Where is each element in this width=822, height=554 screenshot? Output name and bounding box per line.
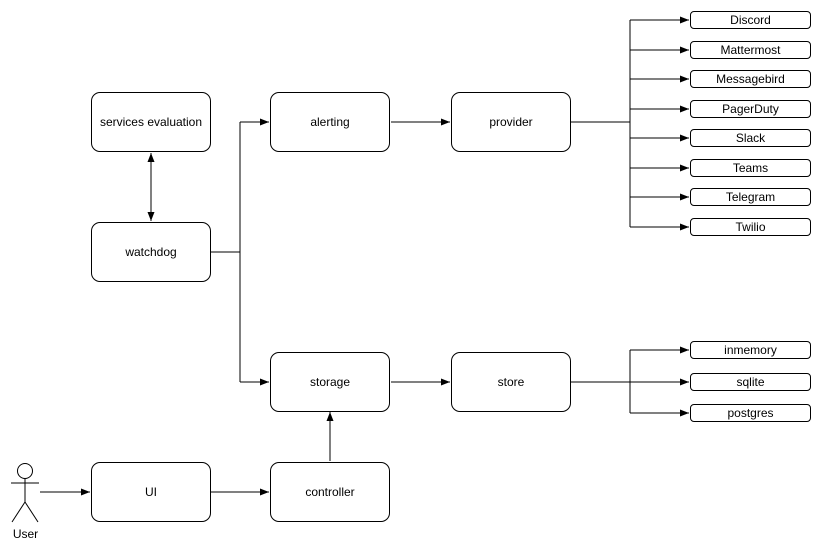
node-provider: provider xyxy=(451,92,571,152)
node-provider-mattermost: Mattermost xyxy=(690,41,811,59)
user-actor-icon xyxy=(11,463,39,523)
node-provider-pagerduty: PagerDuty xyxy=(690,100,811,118)
node-provider-discord: Discord xyxy=(690,11,811,29)
node-store-sqlite: sqlite xyxy=(690,373,811,391)
user-actor-label: User xyxy=(12,527,39,541)
node-store-inmemory: inmemory xyxy=(690,341,811,359)
node-provider-teams: Teams xyxy=(690,159,811,177)
node-store-postgres: postgres xyxy=(690,404,811,422)
edge-watchdog-branch xyxy=(211,118,269,386)
node-storage: storage xyxy=(270,352,390,412)
node-provider-telegram: Telegram xyxy=(690,188,811,206)
edge-provider-fanout xyxy=(571,16,689,231)
node-provider-slack: Slack xyxy=(690,129,811,147)
node-provider-twilio: Twilio xyxy=(690,218,811,236)
node-controller: controller xyxy=(270,462,390,522)
node-provider-messagebird: Messagebird xyxy=(690,70,811,88)
node-alerting: alerting xyxy=(270,92,390,152)
node-services-evaluation: services evaluation xyxy=(91,92,211,152)
node-watchdog: watchdog xyxy=(91,222,211,282)
node-store: store xyxy=(451,352,571,412)
edge-store-fanout xyxy=(571,346,689,417)
node-ui: UI xyxy=(91,462,211,522)
